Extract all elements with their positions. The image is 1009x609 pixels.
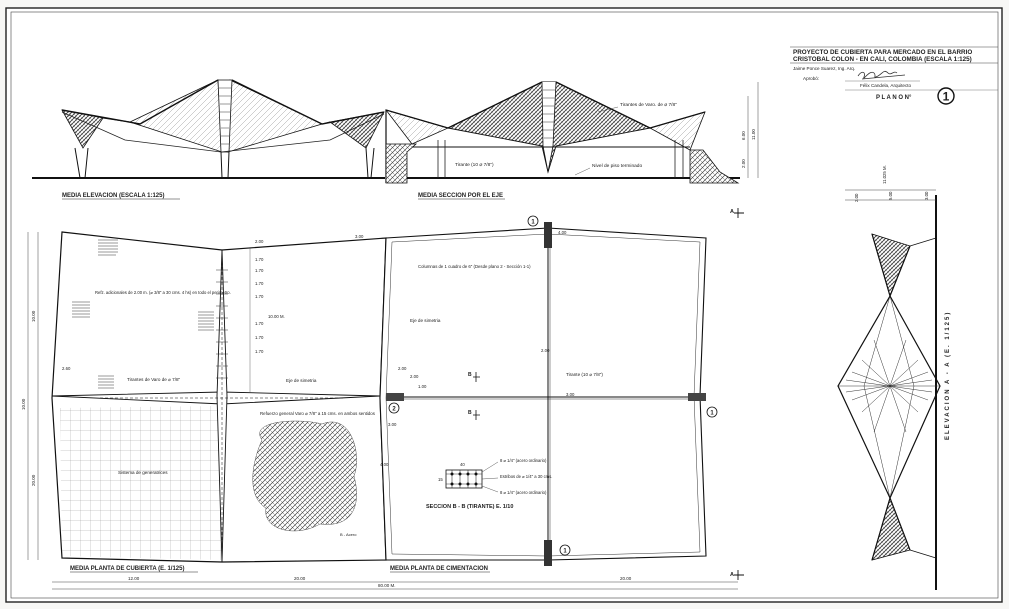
spine-dim-1: 1.70 xyxy=(255,257,264,262)
section-left-footing xyxy=(385,143,418,184)
section-tie-rods-note: Tirantes de Varo. de ⌀ 7/8" xyxy=(620,102,677,108)
side-elevation-caption: ELEVACION A - A (E. 1/125) xyxy=(945,311,951,440)
column-dim: 4.00 xyxy=(558,230,567,235)
side-elevation: 11.025 M. 2.00 5.00 3.00 ELEVACION A - A… xyxy=(837,165,951,590)
found-dim-6: 4.00 xyxy=(380,462,389,467)
reinforcement-area xyxy=(252,420,357,532)
bottom-dim-2: 20.00 xyxy=(294,576,306,581)
generatrices-grid xyxy=(60,406,222,560)
spine-dim-5: 1.70 xyxy=(255,321,264,326)
half-elevation: MEDIA ELEVACION (ESCALA 1:125) xyxy=(32,79,385,200)
marker-b-2: B xyxy=(468,410,472,416)
spine-dim-top: 2.00 xyxy=(255,239,264,244)
section-caption: MEDIA SECCION POR EL EJE xyxy=(418,193,503,199)
roof-plan: Refz. adicionales de 2.00 m. (⌀ 3/8" a 3… xyxy=(21,231,738,590)
roof-plan-caption: MEDIA PLANTA DE CUBIERTA (E. 1/125) xyxy=(70,566,184,572)
bottom-dim-1: 12.00 xyxy=(128,576,140,581)
engineer-name: Jaime Ponce Suarez, Ing. Arq. xyxy=(793,66,855,71)
title-line-1: PROYECTO DE CUBIERTA PARA MERCADO EN EL … xyxy=(793,49,972,56)
side-dim-top: 11.025 M. xyxy=(882,165,887,184)
found-dim-7: 2.00 xyxy=(541,348,550,353)
bb-bars-top-note: 8 ⌀ 1/4" (acero ordinario) xyxy=(500,458,547,463)
section-right-footing xyxy=(689,149,740,184)
found-dim-3: 1.00 xyxy=(418,384,427,389)
found-dim-1: 2.00 xyxy=(398,366,407,371)
general-reinforcement-note: Refuerzo general Varo ⌀ 7/8" a 15 cms. e… xyxy=(260,411,376,416)
foundation-tie-note: Tirante (10 ⌀ 7/8") xyxy=(566,372,603,377)
section-tie-note: Tirante (10 ⌀ 7/8") xyxy=(455,162,494,168)
left-dim-center: 10.00 xyxy=(21,398,26,410)
roof-left-mid-dim: 2.60 xyxy=(62,366,71,371)
architect-name: Félix Candela, Arquitecto xyxy=(860,83,912,88)
found-dim-2: 2.00 xyxy=(410,374,419,379)
marker-b-1: B xyxy=(468,372,472,378)
foundation-plan: 40 15 8 ⌀ 1/4" (acero ordinario) Estribo… xyxy=(379,208,744,580)
column-bottom xyxy=(544,540,552,566)
approval-label: Aprobó: xyxy=(803,76,819,81)
column-right xyxy=(688,393,706,401)
edge-reinforcement-note: Refz. adicionales de 2.00 m. (⌀ 3/8" a 3… xyxy=(95,290,231,295)
title-line-2: CRISTOBAL COLON - EN CALI, COLOMBIA (ESC… xyxy=(793,56,972,63)
marker-1-top: 1 xyxy=(531,220,535,226)
marker-a-top: A xyxy=(730,209,734,215)
foundation-outline xyxy=(379,227,707,561)
signature xyxy=(857,70,906,80)
spine-dim-2: 1.70 xyxy=(255,268,264,273)
spine-dim-center: 10.00 M. xyxy=(268,314,285,319)
marker-1-right: 1 xyxy=(710,411,714,417)
spine-dim-6: 1.70 xyxy=(255,335,264,340)
found-dim-5: 3.00 xyxy=(566,392,575,397)
section-bb-detail: 40 15 8 ⌀ 1/4" (acero ordinario) Estribo… xyxy=(438,458,552,495)
title-block: PROYECTO DE CUBIERTA PARA MERCADO EN EL … xyxy=(790,46,998,105)
marker-a-bottom: A xyxy=(730,572,734,578)
plano-number: 1 xyxy=(943,90,950,104)
spine-dim-7: 1.70 xyxy=(255,349,264,354)
bottom-dim-total: 80.00 M. xyxy=(378,583,396,588)
sheet-border-inner xyxy=(10,11,999,599)
elevation-caption: MEDIA ELEVACION (ESCALA 1:125) xyxy=(62,193,164,199)
plano-label: P L A N O N° xyxy=(876,95,912,101)
section-dim-h2: 6.00 xyxy=(741,131,746,140)
section-floor-note: Nivel de piso terminado xyxy=(592,163,642,169)
bb-stirrups-note: Estribos de ⌀ 1/4" a 30 cms. xyxy=(500,474,552,479)
elevation-columns xyxy=(74,147,375,179)
side-dim-c: 3.00 xyxy=(924,191,929,200)
axis-symmetry-note-2: Eje de simetria xyxy=(410,318,441,323)
axis-symmetry-note-1: Eje de simetria xyxy=(286,378,317,383)
hatch-mark-note: B - Acero xyxy=(340,532,357,537)
bb-dim-width: 40 xyxy=(460,462,465,467)
found-dim-4: 3.00 xyxy=(388,422,397,427)
half-section: Tirantes de Varo. de ⌀ 7/8" Tirante (10 … xyxy=(384,81,759,200)
bottom-dim-3: 20.00 xyxy=(620,576,632,581)
roof-beam-vertical xyxy=(216,249,228,563)
roof-tie-rods-note: Tirantes de Varo de ⌀ 7/8" xyxy=(127,377,181,382)
bb-dim-height: 15 xyxy=(438,477,443,482)
section-dim-h3: 11.00 xyxy=(751,129,756,140)
column-top xyxy=(544,222,552,248)
marker-2: 2 xyxy=(392,407,396,413)
roof-dim-3: 3.00 xyxy=(355,234,364,239)
column-left xyxy=(386,393,404,401)
section-dim-h1: 2.00 xyxy=(741,159,746,168)
bb-bars-bottom-note: 8 ⌀ 1/4" (acero ordinario) xyxy=(500,490,547,495)
generatrices-note: Sistema de generatrices xyxy=(118,470,168,475)
spine-dim-3: 1.70 xyxy=(255,281,264,286)
left-dim-top: 10.00 xyxy=(31,310,36,322)
foundation-plan-caption: MEDIA PLANTA DE CIMENTACION xyxy=(390,566,488,572)
section-bb-caption: SECCION B - B (TIRANTE) E. 1/10 xyxy=(426,504,513,510)
left-dim-bottom: 20.00 xyxy=(31,474,36,486)
plano-number-circle xyxy=(937,87,955,105)
side-dim-b: 5.00 xyxy=(888,191,893,200)
columns-note: Columnas de 1 cuadro de 6" (Desde plano … xyxy=(418,264,531,269)
side-dim-a: 2.00 xyxy=(854,193,859,202)
spine-dim-4: 1.70 xyxy=(255,294,264,299)
marker-1-bottom: 1 xyxy=(563,549,567,555)
